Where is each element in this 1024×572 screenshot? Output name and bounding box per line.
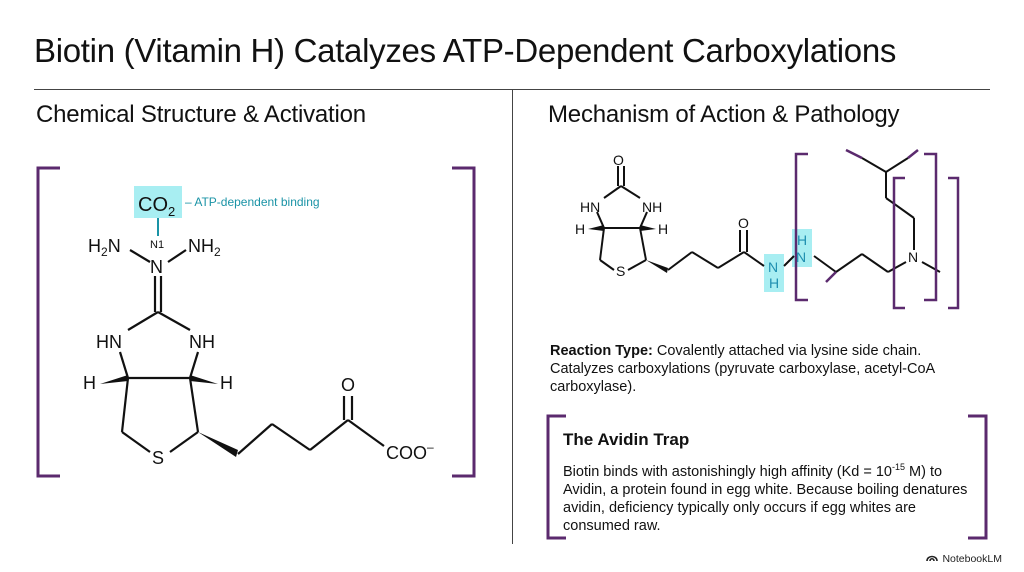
- right-bonds: [596, 157, 941, 273]
- wedge-bond-left: [100, 375, 128, 384]
- carboxybiotin-structure: CO2 – ATP-dependent binding N1 H2N NH2 N…: [36, 166, 476, 478]
- lysine-h-label: H: [797, 232, 807, 248]
- right-wedge-chain: [646, 260, 668, 273]
- avidin-body-part2: M) to Avidin, a protein found in egg whi…: [563, 463, 968, 534]
- h2n-left: H2N: [88, 236, 121, 259]
- o-amide-label: O: [738, 215, 749, 231]
- n-tertiary-label: N: [908, 249, 918, 265]
- co2-highlight: [134, 186, 182, 218]
- s-left-label: S: [152, 448, 164, 468]
- n1-label: N1: [150, 239, 164, 251]
- right-wedge-right: [640, 225, 656, 231]
- lysine-n-label: N: [796, 249, 806, 265]
- page-title: Biotin (Vitamin H) Catalyzes ATP-Depende…: [34, 32, 897, 69]
- o-ketone-label: O: [341, 375, 355, 395]
- left-bracket-right: [452, 166, 476, 478]
- nh-right-label: NH: [189, 332, 215, 352]
- left-bonds: [118, 249, 385, 455]
- amide-n-label: N: [768, 259, 778, 275]
- reaction-type-text: Reaction Type: Covalently attached via l…: [550, 342, 970, 396]
- reaction-type-label: Reaction Type:: [550, 343, 653, 359]
- right-section-heading: Mechanism of Action & Pathology: [548, 101, 900, 128]
- binding-annotation: – ATP-dependent binding: [185, 195, 320, 209]
- coo-label: COO–: [386, 440, 434, 463]
- h-right-right-label: H: [658, 221, 668, 237]
- amide-h-label: H: [769, 275, 779, 291]
- lysine-brackets: [794, 148, 960, 310]
- avidin-body-part1: Biotin binds with astonishingly high aff…: [563, 463, 892, 480]
- wedge-bond-right: [190, 375, 218, 384]
- left-bracket-left: [36, 166, 60, 478]
- co2-label: CO2: [138, 194, 175, 219]
- brand-badge: NotebookLM: [926, 552, 1002, 565]
- s-right-label: S: [616, 263, 625, 279]
- o-top-label: O: [613, 152, 624, 168]
- avidin-exponent: -15: [892, 462, 906, 472]
- avidin-body: Biotin binds with astonishingly high aff…: [563, 458, 983, 535]
- column-divider: [512, 90, 513, 544]
- avidin-title: The Avidin Trap: [563, 430, 690, 449]
- title-divider: [34, 89, 990, 90]
- reaction-type-body: Covalently attached via lysine side chai…: [550, 343, 935, 395]
- hn-right-label: HN: [580, 199, 600, 215]
- lysine-nh-highlight: [792, 229, 812, 267]
- h-right-label: H: [220, 373, 233, 393]
- left-section-heading: Chemical Structure & Activation: [36, 101, 366, 128]
- amide-nh-highlight: [764, 254, 784, 292]
- wedge-bond-chain: [198, 432, 238, 457]
- hn-left-label: HN: [96, 332, 122, 352]
- nh-right-label: NH: [642, 199, 662, 215]
- h-left-label: H: [83, 373, 96, 393]
- right-wedge-left: [588, 225, 604, 231]
- h-left-right-label: H: [575, 221, 585, 237]
- brand-label: NotebookLM: [942, 552, 1002, 565]
- n-center-label: N: [150, 257, 163, 277]
- notebooklm-logo-icon: [926, 552, 939, 565]
- nh2-right: NH2: [188, 236, 221, 259]
